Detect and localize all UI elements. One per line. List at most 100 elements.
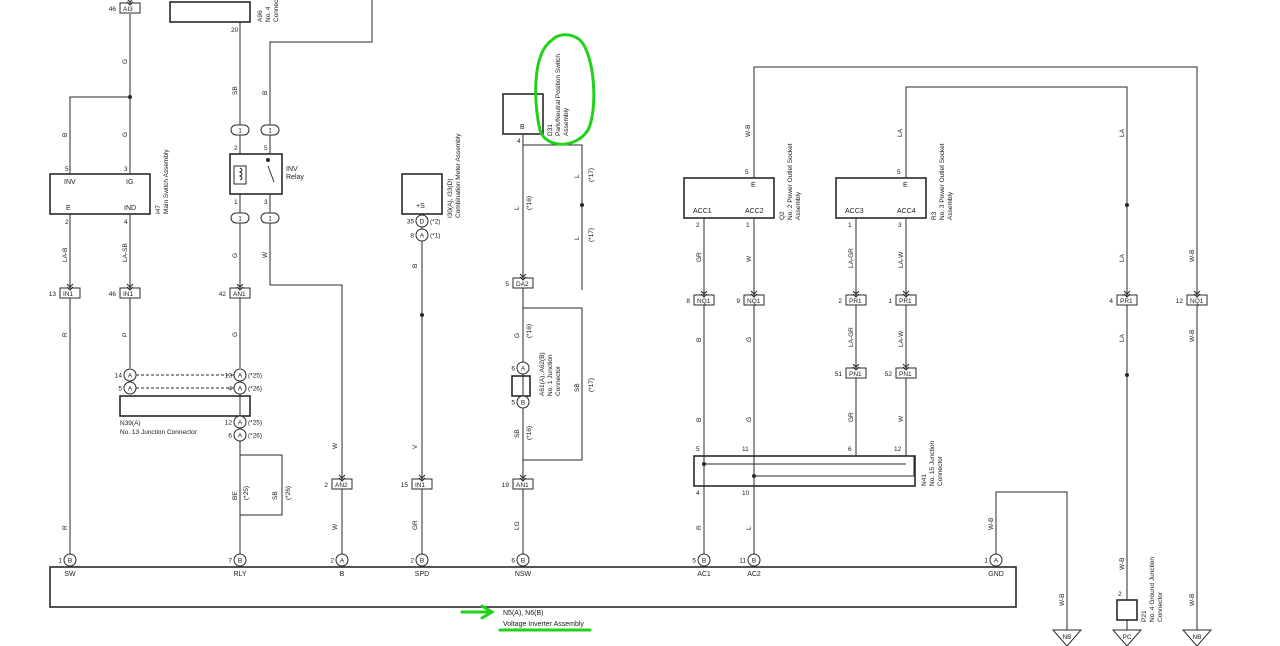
- pin-number: 42: [219, 291, 227, 298]
- pin-number: 5: [264, 145, 268, 152]
- pin-letter: A: [238, 373, 243, 380]
- wire-color: G: [746, 337, 753, 342]
- jc1-name: No. 1 JunctionConnector: [547, 354, 562, 396]
- wire-color: LA-W: [898, 251, 905, 268]
- note-ref: (*16): [526, 196, 533, 210]
- wire-color: LA-B: [62, 248, 69, 262]
- pin-inv: INV: [64, 179, 76, 186]
- pin-circle: D35(*2): [407, 214, 440, 228]
- wire-color: G: [122, 132, 129, 137]
- pin-number: 8: [410, 233, 414, 240]
- pin-circle: B5: [511, 395, 530, 409]
- wire-color: R: [696, 525, 703, 530]
- pin-circle: A4(*26): [228, 381, 262, 395]
- inverter-pin-name: SPD: [415, 571, 429, 578]
- pin-letter: B: [238, 558, 242, 565]
- wire-color: LG: [514, 521, 521, 530]
- pin-number: 1: [238, 216, 242, 223]
- wire-color: L: [746, 526, 753, 530]
- wire-color: P: [122, 333, 129, 337]
- wire-color: G: [122, 59, 129, 64]
- wire-color: LA: [1119, 333, 1126, 342]
- pin-number: 1: [888, 298, 892, 305]
- connector-label: AN1: [516, 482, 529, 489]
- pin-ig: IG: [126, 179, 133, 186]
- inv-relay-box: [229, 153, 283, 195]
- pin-acc1: ACC1: [693, 208, 712, 215]
- pin-number: 35: [407, 219, 415, 226]
- note-ref: (*1): [430, 233, 440, 240]
- gnd4-name: No. 4 Ground JunctionConnector: [1149, 557, 1164, 622]
- inverter-pin-name: AC2: [747, 571, 761, 578]
- highlight-circle: [534, 33, 596, 146]
- wire-color: W: [332, 442, 339, 449]
- wire-color: W-B: [1059, 593, 1066, 606]
- junction-dot: [1125, 203, 1129, 207]
- pin-number: 2: [838, 298, 842, 305]
- junction-dot: [580, 203, 584, 207]
- wire-color: LA-W: [898, 330, 905, 347]
- ground-junction-4-box: [1116, 599, 1138, 621]
- wire-color: SB: [574, 383, 581, 392]
- wire-color: LA-SB: [122, 243, 129, 262]
- pin-number: 1: [238, 128, 242, 135]
- wire-color: W: [332, 523, 339, 530]
- main-switch-box: [49, 173, 151, 215]
- pin-letter: A: [994, 558, 999, 565]
- note-ref: (*26): [248, 386, 262, 393]
- pin-number: 7: [228, 558, 232, 565]
- pin-circle: A8(*1): [410, 228, 440, 242]
- wire-color: W-B: [1119, 557, 1126, 570]
- relay-pin: 1: [230, 212, 250, 224]
- pin-acc2: ACC2: [745, 208, 764, 215]
- note-ref: (*17): [588, 168, 595, 182]
- wire-color: SB: [514, 429, 521, 438]
- pin-number: 6: [228, 433, 232, 440]
- pin-acc4: ACC4: [897, 208, 916, 215]
- pin-number: 2: [324, 482, 328, 489]
- ground-symbol-icon: [1051, 629, 1213, 646]
- pin-letter: A: [128, 373, 133, 380]
- jc13-name: No. 13 Junction Connector: [120, 429, 198, 436]
- outlet3-ref: R3: [931, 211, 938, 220]
- pin-number: 14: [115, 373, 123, 380]
- junction-dot: [702, 462, 706, 466]
- outlet-3-box: [835, 177, 927, 219]
- wire-color: B: [696, 338, 703, 342]
- pin-number: 19: [502, 482, 510, 489]
- pin-number: 10: [742, 490, 750, 497]
- meter-name: Combination Meter Assembly: [455, 133, 462, 218]
- note-ref: (*16): [526, 426, 533, 440]
- junction-1-box: [511, 375, 531, 397]
- wire-color: BE: [232, 491, 239, 500]
- pin-number: 20: [231, 27, 239, 34]
- relay-pin: 1: [260, 212, 280, 224]
- pin-letter: B: [521, 400, 525, 407]
- wire-color: L: [574, 236, 581, 240]
- pin-number: 1: [268, 128, 272, 135]
- connector-label: NQ1: [1190, 298, 1204, 305]
- pin-number: 9: [736, 298, 740, 305]
- junction-dot: [752, 474, 756, 478]
- junction-dot: [420, 313, 424, 317]
- connector-label: AI3: [123, 6, 133, 13]
- pin-letter: B: [68, 558, 72, 565]
- connector-label: PN1: [849, 371, 862, 378]
- wire-color: SB: [272, 491, 279, 500]
- pin-number: 5: [745, 169, 749, 176]
- pin-number: 1: [848, 222, 852, 229]
- jc1-ref: A61(A), A62(B): [539, 352, 546, 396]
- pin-number: 5: [692, 558, 696, 565]
- pin-e: E: [66, 205, 71, 212]
- connector-label: IN1: [123, 291, 134, 298]
- pin-number: 46: [109, 6, 117, 13]
- wire-color: GR: [696, 252, 703, 262]
